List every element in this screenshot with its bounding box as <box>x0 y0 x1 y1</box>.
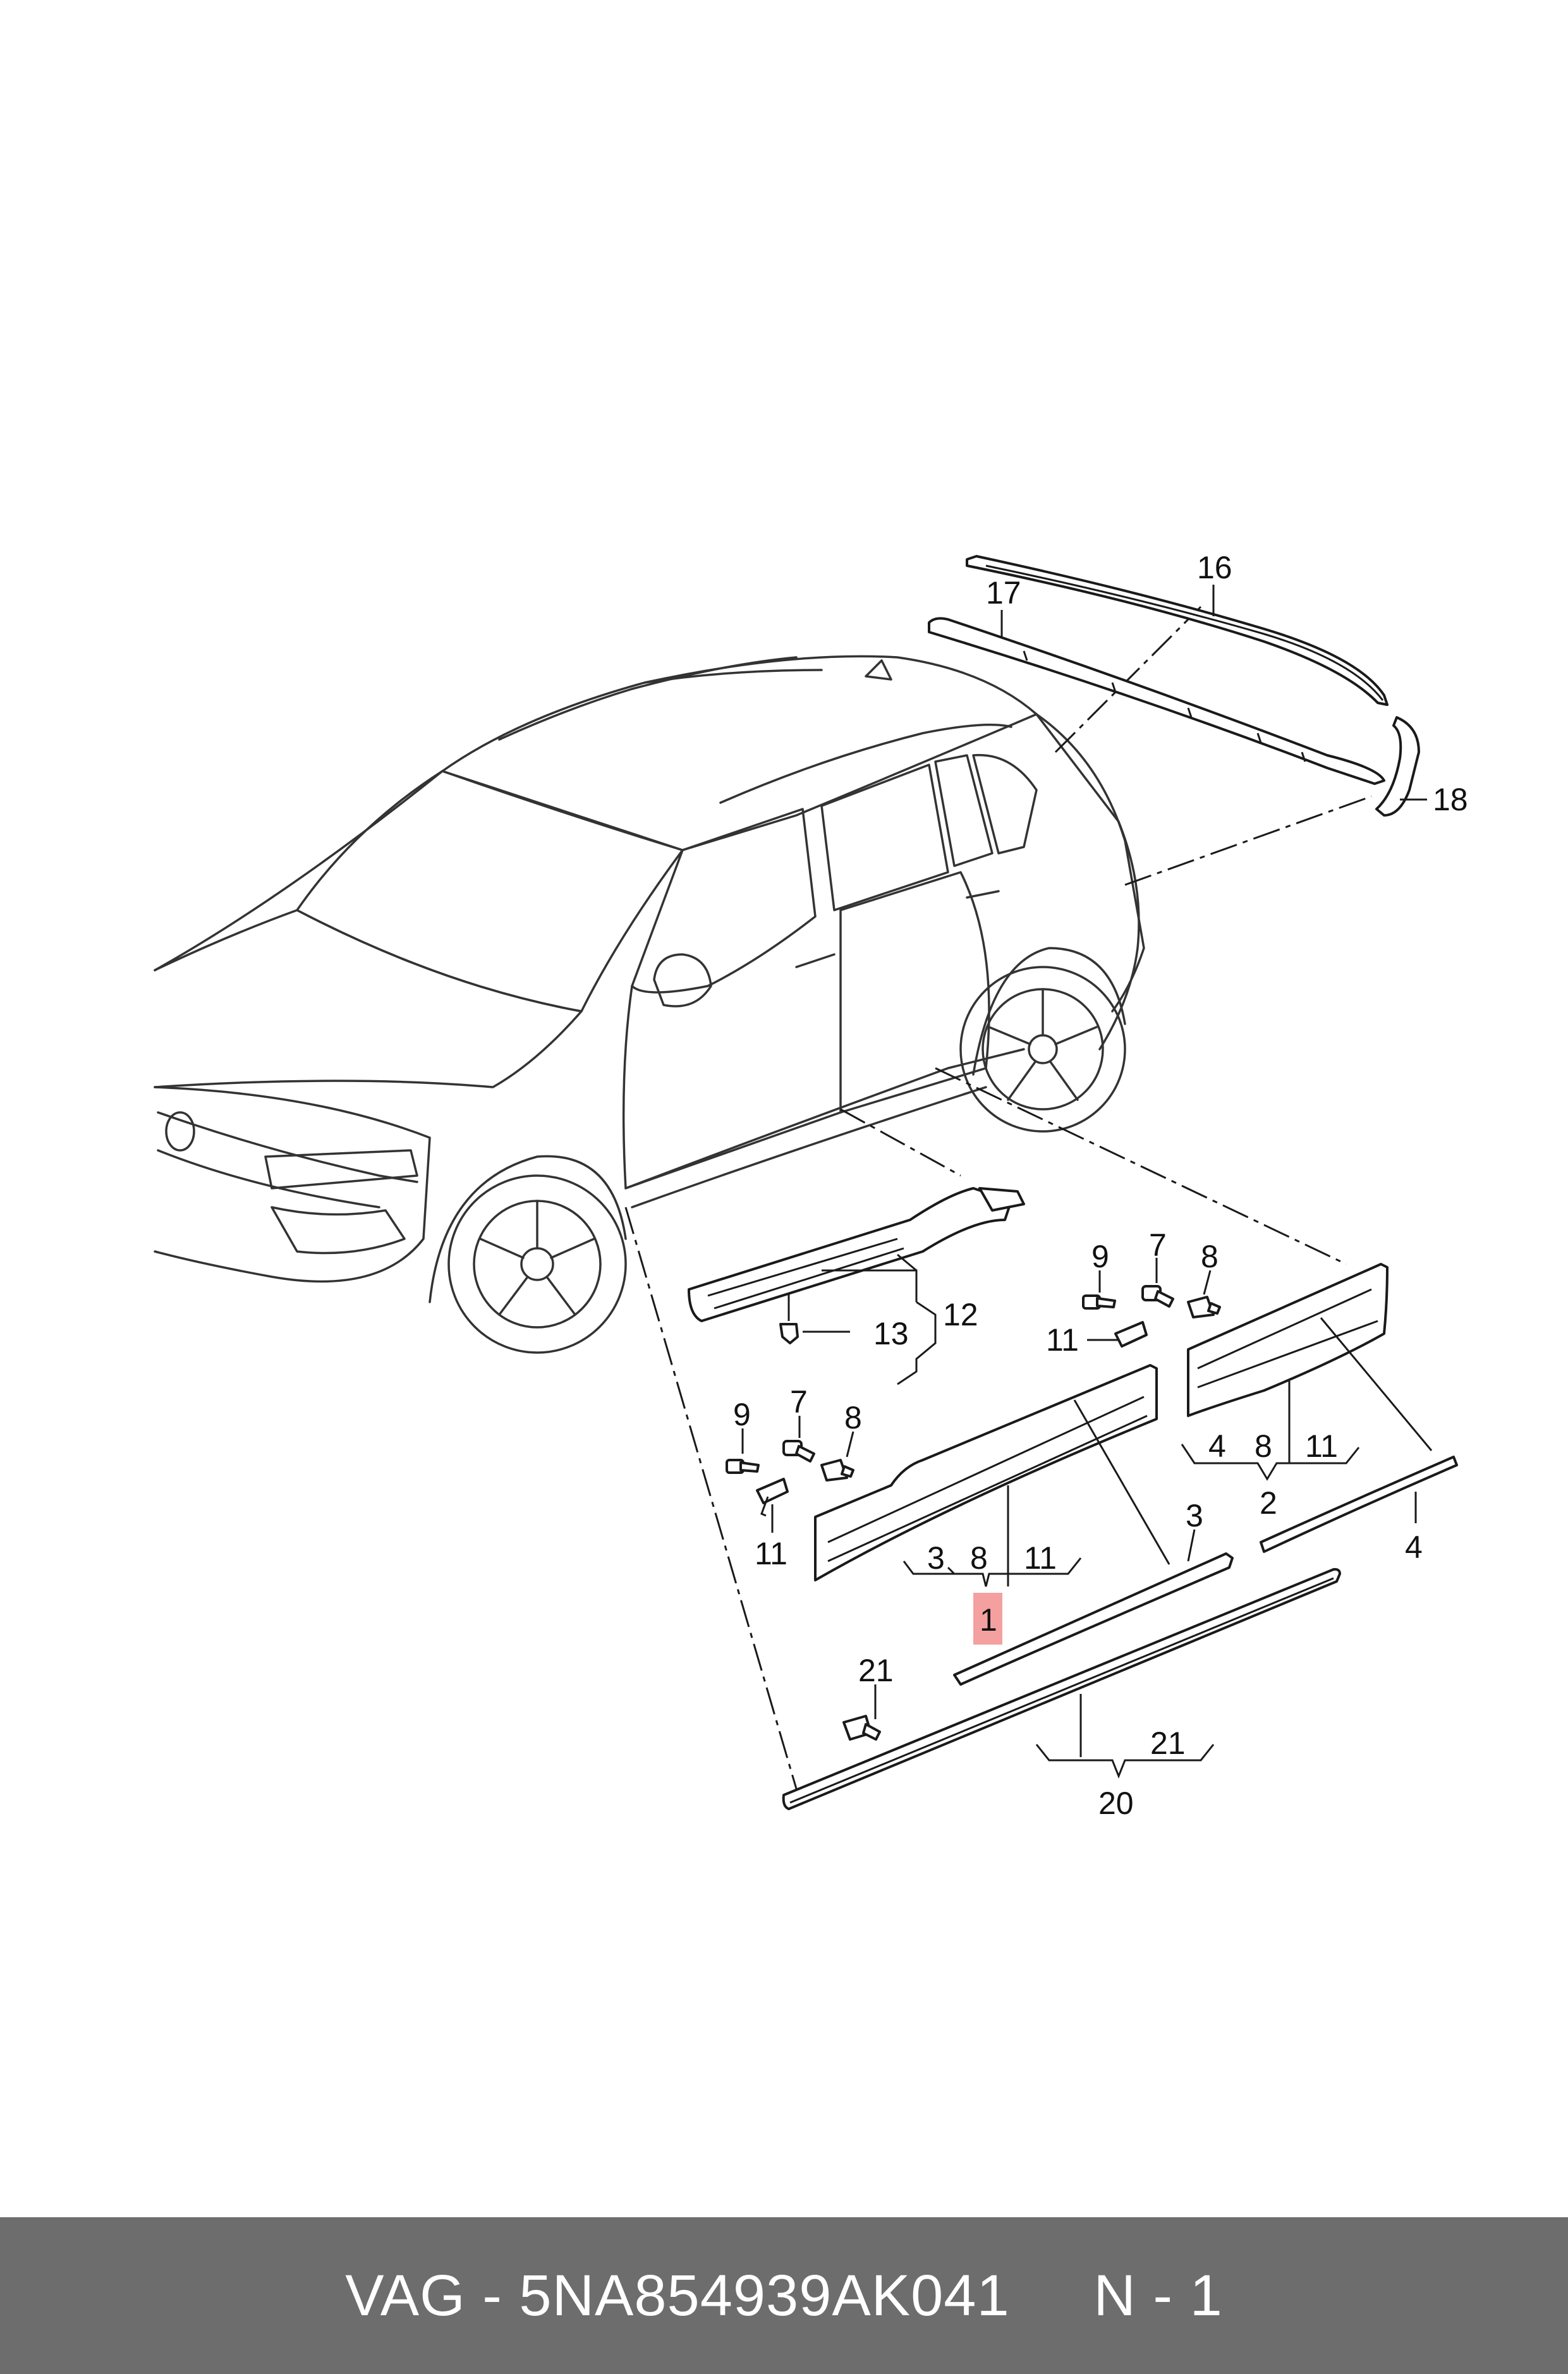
callout-11-rear-bracket: 11 <box>1305 1428 1338 1464</box>
part-12-sill-trim <box>688 1187 1025 1322</box>
callout-8-rear-bracket: 8 <box>1255 1428 1272 1464</box>
callout-8-rear-clip: 8 <box>1201 1239 1219 1274</box>
callout-21-bracket: 21 <box>1150 1726 1186 1761</box>
reference-lines <box>624 606 1372 1789</box>
screw-9-front <box>726 1459 760 1474</box>
callout-9-front: 9 <box>733 1397 751 1432</box>
callout-7-front: 7 <box>790 1384 808 1420</box>
callout-12: 12 <box>943 1297 978 1332</box>
clip-11-rear <box>1114 1321 1148 1348</box>
callout-13: 13 <box>873 1316 909 1351</box>
fasteners <box>726 1285 1221 1741</box>
clip-21 <box>842 1715 881 1741</box>
callout-leaders <box>741 585 1433 1779</box>
parts-diagram: 1 2 3 3 4 4 7 7 8 8 8 8 9 9 11 11 11 11 … <box>154 550 1468 1821</box>
callout-8-front-bracket: 8 <box>970 1540 988 1576</box>
part-16-roof-trim <box>966 555 1389 706</box>
callout-11-front-clip: 11 <box>755 1536 787 1571</box>
clip-7-rear <box>1141 1285 1174 1308</box>
callout-16: 16 <box>1197 550 1232 585</box>
clip-8-front <box>820 1459 854 1482</box>
callout-11-front-bracket: 11 <box>1024 1540 1057 1576</box>
callout-3-front-bracket: 3 <box>927 1540 945 1576</box>
callout-20: 20 <box>1098 1786 1134 1821</box>
vehicle-illustration <box>154 655 1145 1354</box>
callout-8-front-clip: 8 <box>844 1400 862 1435</box>
callout-18: 18 <box>1433 782 1468 817</box>
callout-11-rear-clip: 11 <box>1046 1322 1079 1358</box>
callout-3-molding: 3 <box>1186 1498 1203 1533</box>
part-17-roof-trim-lower <box>928 617 1385 785</box>
part-18-end-cap <box>1375 716 1420 817</box>
callout-17: 17 <box>986 575 1021 611</box>
callout-4-molding: 4 <box>1405 1530 1423 1565</box>
callout-7-rear: 7 <box>1149 1227 1167 1263</box>
clip-8-rear <box>1187 1296 1221 1318</box>
callout-2: 2 <box>1260 1485 1277 1521</box>
callout-1: 1 <box>980 1602 997 1638</box>
callout-labels: 1 2 3 3 4 4 7 7 8 8 8 8 9 9 11 11 11 11 … <box>733 550 1468 1821</box>
part-13-clip <box>779 1293 799 1344</box>
part-20-sill-strip <box>782 1567 1341 1810</box>
item-1-highlight <box>973 1593 1002 1645</box>
screw-9-rear <box>1082 1294 1116 1310</box>
part-2-rear-door-trim <box>1187 1263 1389 1417</box>
part-number-text: VAG - 5NA854939AK041 N - 1 <box>345 2263 1223 2328</box>
part-3-molding <box>953 1552 1234 1686</box>
callout-21-clip: 21 <box>858 1653 894 1688</box>
clip-11-front <box>756 1478 789 1517</box>
part-number-footer: VAG - 5NA854939AK041 N - 1 <box>0 2217 1568 2374</box>
callout-9-rear: 9 <box>1091 1239 1109 1274</box>
part-4-molding <box>1260 1456 1458 1553</box>
callout-4-bracket: 4 <box>1208 1428 1226 1464</box>
part-1-front-door-trim <box>814 1364 1158 1581</box>
clip-7-front <box>782 1440 815 1463</box>
